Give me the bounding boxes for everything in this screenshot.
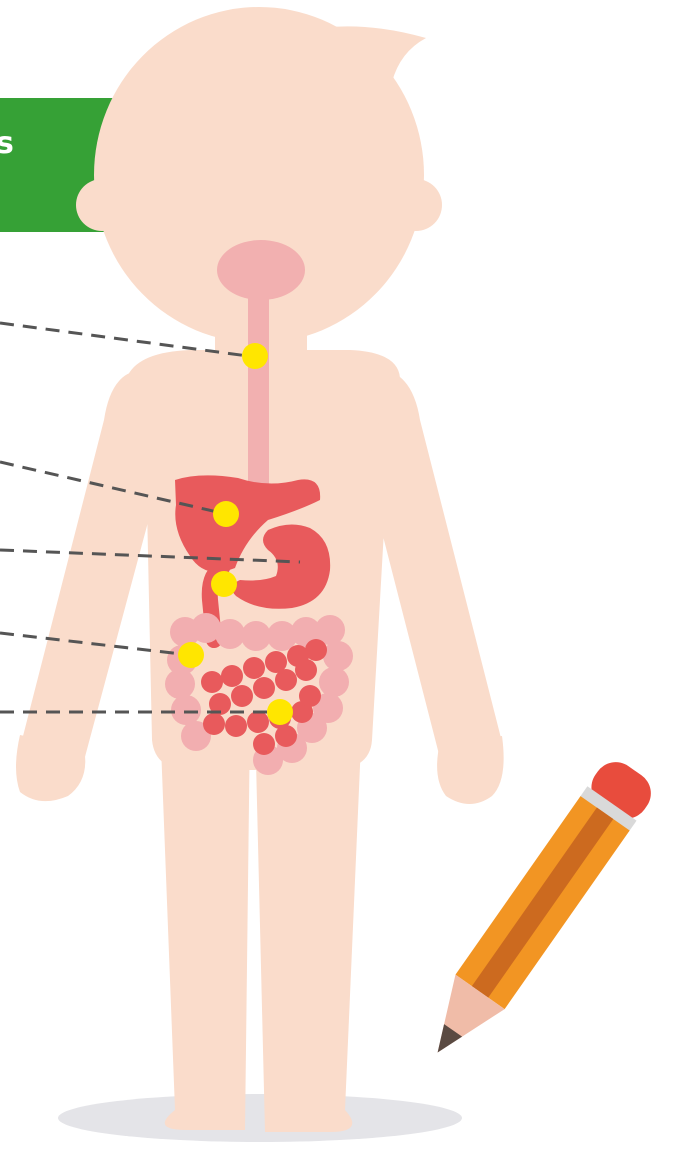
small-intestine-bead <box>225 715 247 737</box>
left-leg <box>160 720 250 1130</box>
small-intestine-bead <box>275 725 297 747</box>
large-intestine-marker <box>178 642 204 668</box>
large-intestine-bead <box>319 667 349 697</box>
small-intestine-marker <box>267 699 293 725</box>
esophagus <box>248 270 269 500</box>
right-leg <box>255 720 362 1132</box>
right-arm <box>366 372 502 766</box>
esophagus-marker <box>242 343 268 369</box>
large-intestine-bead <box>241 621 271 651</box>
liver-marker <box>213 501 239 527</box>
large-intestine-bead <box>215 619 245 649</box>
small-intestine-bead <box>247 711 269 733</box>
small-intestine-bead <box>243 657 265 679</box>
right-hand <box>437 736 504 804</box>
left-arm <box>22 372 162 768</box>
small-intestine-bead <box>275 669 297 691</box>
ground-shadow <box>58 1094 462 1142</box>
small-intestine-bead <box>299 685 321 707</box>
small-intestine-bead <box>231 685 253 707</box>
large-intestine-bead <box>165 669 195 699</box>
banner-text: s <box>0 126 14 161</box>
pencil-stripe <box>472 808 613 998</box>
small-intestine-bead <box>295 659 317 681</box>
small-intestine-bead <box>201 671 223 693</box>
large-intestine-bead <box>323 641 353 671</box>
small-intestine-bead <box>305 639 327 661</box>
small-intestine-bead <box>203 713 225 735</box>
pencil-icon <box>413 753 659 1069</box>
small-intestine-bead <box>253 733 275 755</box>
small-intestine-bead <box>253 677 275 699</box>
small-intestine-bead <box>221 665 243 687</box>
stomach-marker <box>211 571 237 597</box>
large-intestine-bead <box>171 695 201 725</box>
